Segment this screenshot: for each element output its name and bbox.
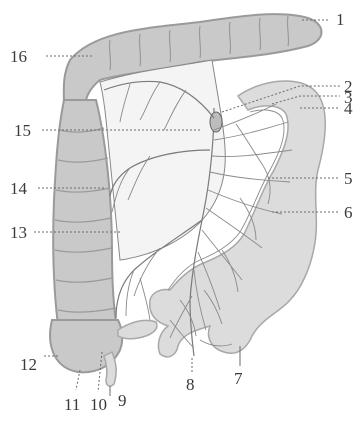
label-13: 13: [10, 223, 27, 242]
label-5: 5: [344, 169, 353, 188]
label-4: 4: [344, 99, 353, 118]
terminal-ileum: [118, 320, 157, 338]
label-10: 10: [90, 395, 107, 414]
label-11: 11: [64, 395, 80, 414]
label-9: 9: [118, 391, 127, 410]
ileocolic-branch-c: [140, 278, 150, 320]
label-8: 8: [186, 375, 195, 394]
label-12: 12: [20, 355, 37, 374]
label-15: 15: [14, 121, 31, 140]
label-1: 1: [336, 10, 345, 29]
label-7: 7: [234, 369, 243, 388]
label-14: 14: [10, 179, 28, 198]
appendix: [104, 352, 116, 386]
label-6: 6: [344, 203, 353, 222]
mesentery: [100, 60, 225, 260]
ileocolic-branch-b: [126, 270, 134, 316]
label-16: 16: [10, 47, 27, 66]
